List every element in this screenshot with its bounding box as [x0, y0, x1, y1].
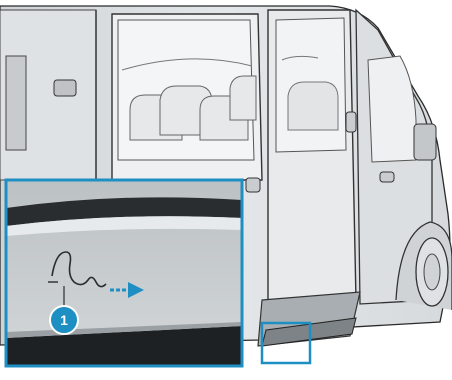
- callout-number-1: 1: [46, 309, 82, 331]
- detail-inset: [6, 180, 242, 366]
